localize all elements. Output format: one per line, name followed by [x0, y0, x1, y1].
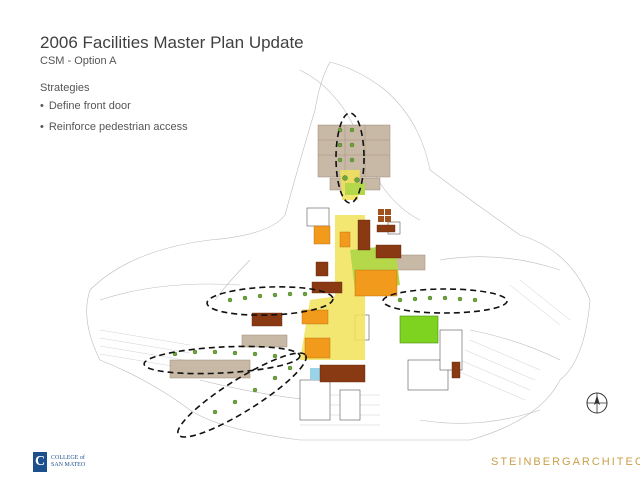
strategy-item-pedestrian-access: Reinforce pedestrian access — [40, 121, 188, 133]
strategies-list: Define front door Reinforce pedestrian a… — [40, 100, 188, 142]
college-logo-line1: COLLEGE of — [51, 455, 85, 461]
firm-logo: STEINBERGARCHITECTS — [491, 456, 640, 468]
new-buildings — [251, 219, 461, 383]
outline-buildings — [299, 207, 463, 421]
page-subtitle: CSM - Option A — [40, 55, 117, 67]
page-title: 2006 Facilities Master Plan Update — [40, 33, 304, 52]
renovated-buildings — [301, 225, 398, 359]
strategies-heading: Strategies — [40, 82, 90, 94]
athletic-field — [399, 315, 439, 344]
college-logo: C COLLEGE of SAN MATEO — [33, 452, 85, 472]
tree-paths — [172, 127, 478, 415]
north-arrow-icon — [586, 392, 608, 414]
new-building-icon — [378, 209, 391, 222]
pedestrian-access-lines — [143, 112, 508, 438]
existing-building-lines — [318, 125, 390, 177]
college-logo-mark-icon: C — [33, 452, 47, 472]
strategy-item-front-door: Define front door — [40, 100, 188, 112]
college-logo-line2: SAN MATEO — [51, 462, 86, 468]
